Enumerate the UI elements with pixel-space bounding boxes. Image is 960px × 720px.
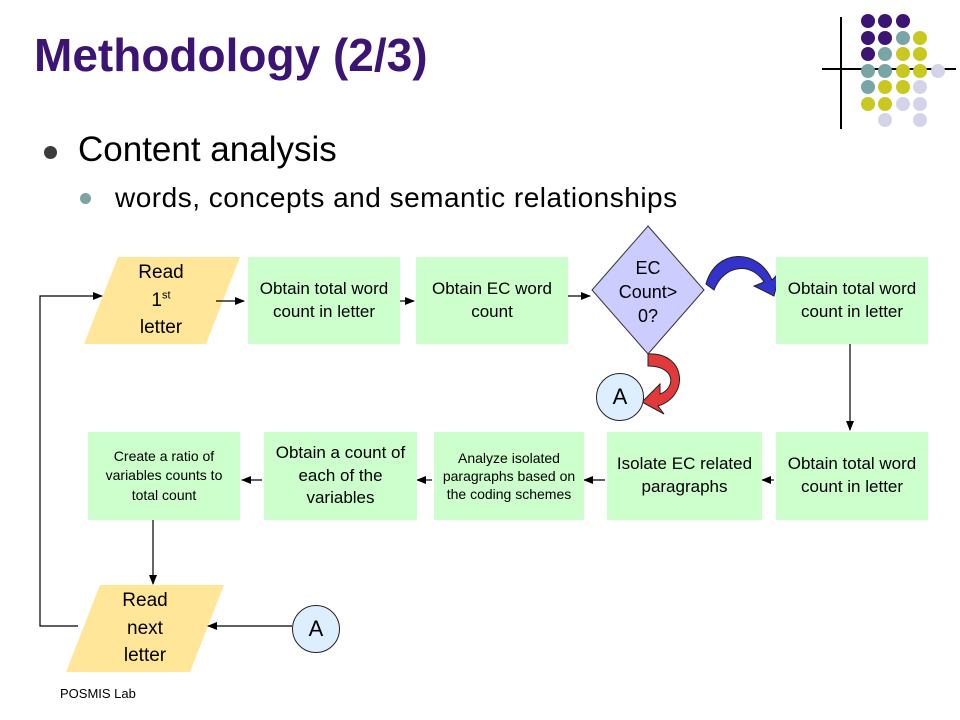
- curved-arrow-no: [641, 353, 681, 415]
- slide-title: Methodology (2/3): [34, 29, 428, 81]
- decor-dot: [878, 47, 892, 61]
- ordinal-sup: st: [162, 289, 171, 302]
- box-total-word-count-2: Obtain total word count in letter: [776, 257, 928, 344]
- read-next-line-1: Read: [122, 590, 168, 612]
- decision-line-2: Count>: [618, 281, 678, 302]
- box-total-word-count-1: Obtain total word count in letter: [248, 257, 400, 344]
- read-first-letter-shape: [84, 257, 240, 344]
- decor-dot: [895, 14, 910, 28]
- box-analyze-paragraphs: Analyze isolated paragraphs based on the…: [434, 432, 584, 520]
- decor-dot: [913, 63, 927, 78]
- decision-label: EC Count> 0?: [596, 248, 700, 336]
- decision-line-1: EC: [635, 257, 661, 278]
- read-first-ordinal: 1st: [151, 287, 170, 315]
- decor-dot: [860, 80, 875, 94]
- bullet-dot: [44, 146, 57, 159]
- sub-bullet-words-concepts: words, concepts and semantic relationshi…: [115, 182, 678, 213]
- decor-dot: [860, 14, 875, 28]
- decor-dot: [878, 30, 892, 45]
- decor-vertical-line: [840, 17, 842, 129]
- ordinal-base: 1: [151, 289, 162, 311]
- bullet-content-analysis: Content analysis: [78, 130, 337, 169]
- connector-a-upper: A: [596, 373, 644, 421]
- box-count-variables: Obtain a count of each of the variables: [264, 432, 417, 520]
- curved-arrow-yes: [705, 256, 781, 297]
- read-next-letter-label: Read next letter: [82, 585, 208, 672]
- decor-dot: [860, 47, 875, 61]
- read-first-word: Read: [138, 262, 184, 284]
- decor-dot: [895, 96, 910, 111]
- decor-dot: [895, 30, 910, 45]
- decor-dot: [878, 96, 892, 111]
- decor-dot: [860, 30, 875, 45]
- decor-dot: [878, 80, 892, 94]
- footer-lab-name: POSMIS Lab: [60, 686, 136, 701]
- box-total-word-count-3: Obtain total word count in letter: [776, 432, 928, 520]
- connector-a-lower: A: [292, 605, 340, 653]
- decor-dot: [913, 30, 927, 45]
- decor-dot: [895, 80, 910, 94]
- sub-bullet-dot: [80, 193, 91, 204]
- decor-dot: [878, 63, 892, 78]
- read-next-line-2: next: [127, 617, 163, 639]
- decision-line-3: 0?: [637, 306, 659, 327]
- decor-dot: [860, 96, 875, 111]
- box-ratio-variables: Create a ratio of variables counts to to…: [88, 432, 240, 520]
- read-first-letter-label: Read 1st letter: [100, 257, 222, 344]
- decor-dot: [895, 63, 910, 78]
- decor-dot: [860, 63, 875, 78]
- decor-dot: [913, 96, 927, 111]
- box-ec-word-count: Obtain EC word count: [416, 257, 568, 344]
- decor-dot: [895, 47, 910, 61]
- read-next-letter-shape: [66, 585, 224, 672]
- decor-dot: [913, 47, 927, 61]
- read-first-tail: letter: [139, 317, 183, 339]
- read-next-line-3: letter: [123, 645, 167, 667]
- decor-dot: [930, 63, 945, 78]
- arrow-loop-back: [39, 292, 103, 627]
- decor-dot: [913, 113, 927, 127]
- decor-dot: [913, 80, 927, 94]
- decor-dot: [878, 14, 892, 28]
- decor-dot: [878, 113, 892, 127]
- box-isolate-ec-paragraphs: Isolate EC related paragraphs: [607, 432, 762, 520]
